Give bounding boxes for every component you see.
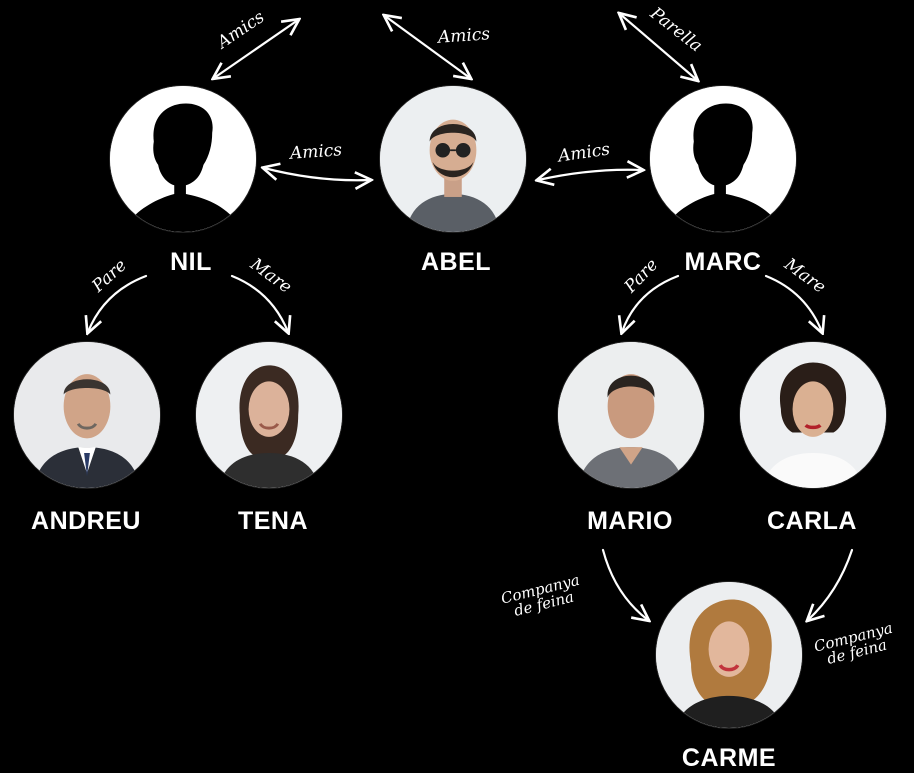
portrait-tena[interactable] bbox=[196, 342, 342, 488]
arrow-carla-carme bbox=[808, 548, 854, 620]
label-nil-abel: Amics bbox=[289, 140, 343, 164]
name-marc: MARC bbox=[684, 248, 762, 276]
arrow-nil-tena bbox=[230, 274, 288, 332]
name-andreu: ANDREU bbox=[31, 507, 141, 535]
portrait-nil[interactable] bbox=[110, 86, 256, 232]
arrow-marc-mario bbox=[622, 274, 680, 332]
portrait-carla[interactable] bbox=[740, 342, 886, 488]
name-carla: CARLA bbox=[767, 507, 857, 535]
arrow-nil-andreu bbox=[88, 274, 148, 332]
photo-man-sunglasses bbox=[380, 86, 526, 232]
photo-man-suit bbox=[14, 342, 160, 488]
silhouette-icon bbox=[110, 86, 256, 232]
photo-woman-blonde bbox=[656, 582, 802, 728]
portrait-andreu[interactable] bbox=[14, 342, 160, 488]
arrow-abel-up bbox=[385, 16, 470, 78]
arrow-mario-carme bbox=[601, 548, 648, 620]
photo-woman-dark-hair bbox=[196, 342, 342, 488]
arrow-abel-marc bbox=[538, 170, 642, 180]
portrait-abel[interactable] bbox=[380, 86, 526, 232]
arrow-marc-carla bbox=[764, 274, 822, 332]
arrow-marc-up bbox=[620, 14, 697, 80]
portrait-mario[interactable] bbox=[558, 342, 704, 488]
name-mario: MARIO bbox=[587, 507, 673, 535]
name-abel: ABEL bbox=[420, 248, 492, 276]
silhouette-icon bbox=[650, 86, 796, 232]
arrow-nil-abel bbox=[264, 168, 370, 180]
photo-woman-curly-hair bbox=[740, 342, 886, 488]
photo-man-shirt bbox=[558, 342, 704, 488]
name-nil: NIL bbox=[170, 248, 212, 276]
name-carme: CARME bbox=[681, 744, 777, 772]
portrait-carme[interactable] bbox=[656, 582, 802, 728]
arrow-nil-up bbox=[214, 20, 298, 78]
name-tena: TENA bbox=[237, 507, 309, 535]
portrait-marc[interactable] bbox=[650, 86, 796, 232]
label-abel-up: Amics bbox=[437, 24, 491, 48]
